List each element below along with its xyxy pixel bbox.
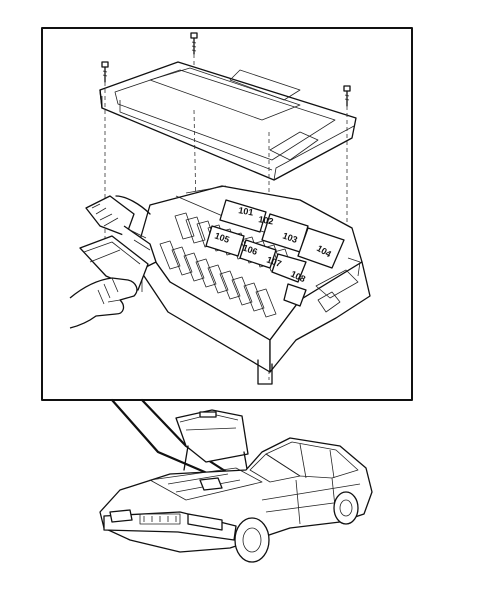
hand-illustration — [69, 277, 138, 329]
fuse-box-cover — [99, 61, 357, 181]
fuse-label-101: 101 — [238, 205, 255, 217]
screw-icon — [101, 61, 109, 83]
fuse-label-102: 102 — [258, 214, 275, 226]
fuse-label-107: 107 — [265, 254, 283, 269]
fuse-label-103: 103 — [281, 230, 299, 245]
screw-icon — [343, 85, 351, 107]
callout-line-left — [110, 398, 216, 478]
wiring-plug — [79, 235, 149, 291]
screw-icon — [190, 32, 198, 55]
fuse-label-105: 105 — [213, 230, 231, 245]
inset-frame — [41, 27, 413, 401]
relay-blocks — [205, 199, 345, 307]
fuse-row-lower — [159, 240, 277, 318]
fuse-box-body — [139, 185, 371, 385]
car-illustration — [99, 409, 373, 563]
fuse-label-106: 106 — [241, 242, 259, 257]
fuse-labels: 101 102 103 104 105 106 107 108 — [213, 205, 333, 284]
